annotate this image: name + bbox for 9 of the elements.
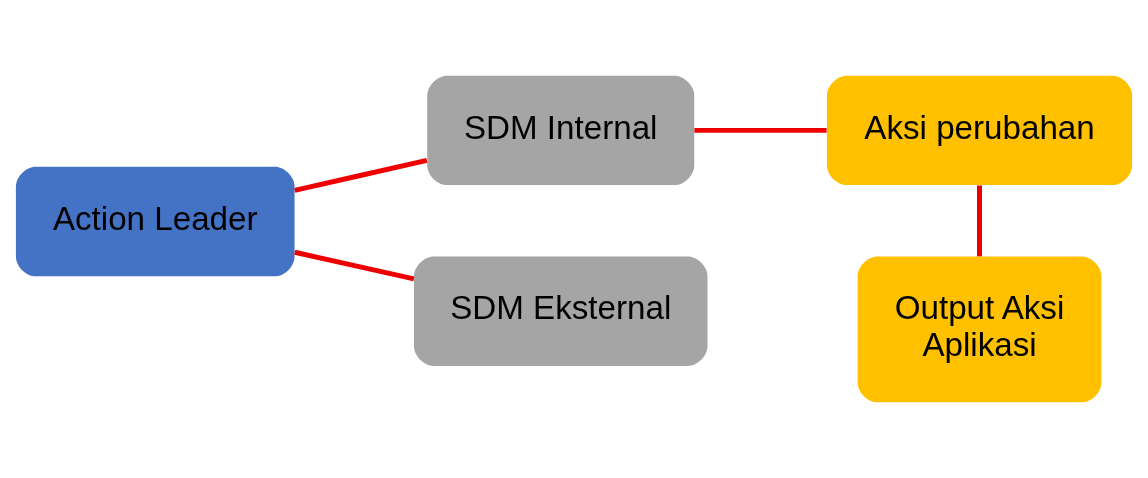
node-box: SDM Internal (427, 75, 695, 186)
node-box: Aksi perubahan (826, 75, 1133, 186)
node-box: Action Leader (15, 166, 295, 277)
node-box: SDM Eksternal (413, 256, 708, 366)
connector (294, 157, 428, 193)
connector (694, 127, 827, 133)
connector (294, 249, 415, 282)
node-box: Output Aksi Aplikasi (857, 256, 1102, 403)
connector (977, 185, 982, 257)
